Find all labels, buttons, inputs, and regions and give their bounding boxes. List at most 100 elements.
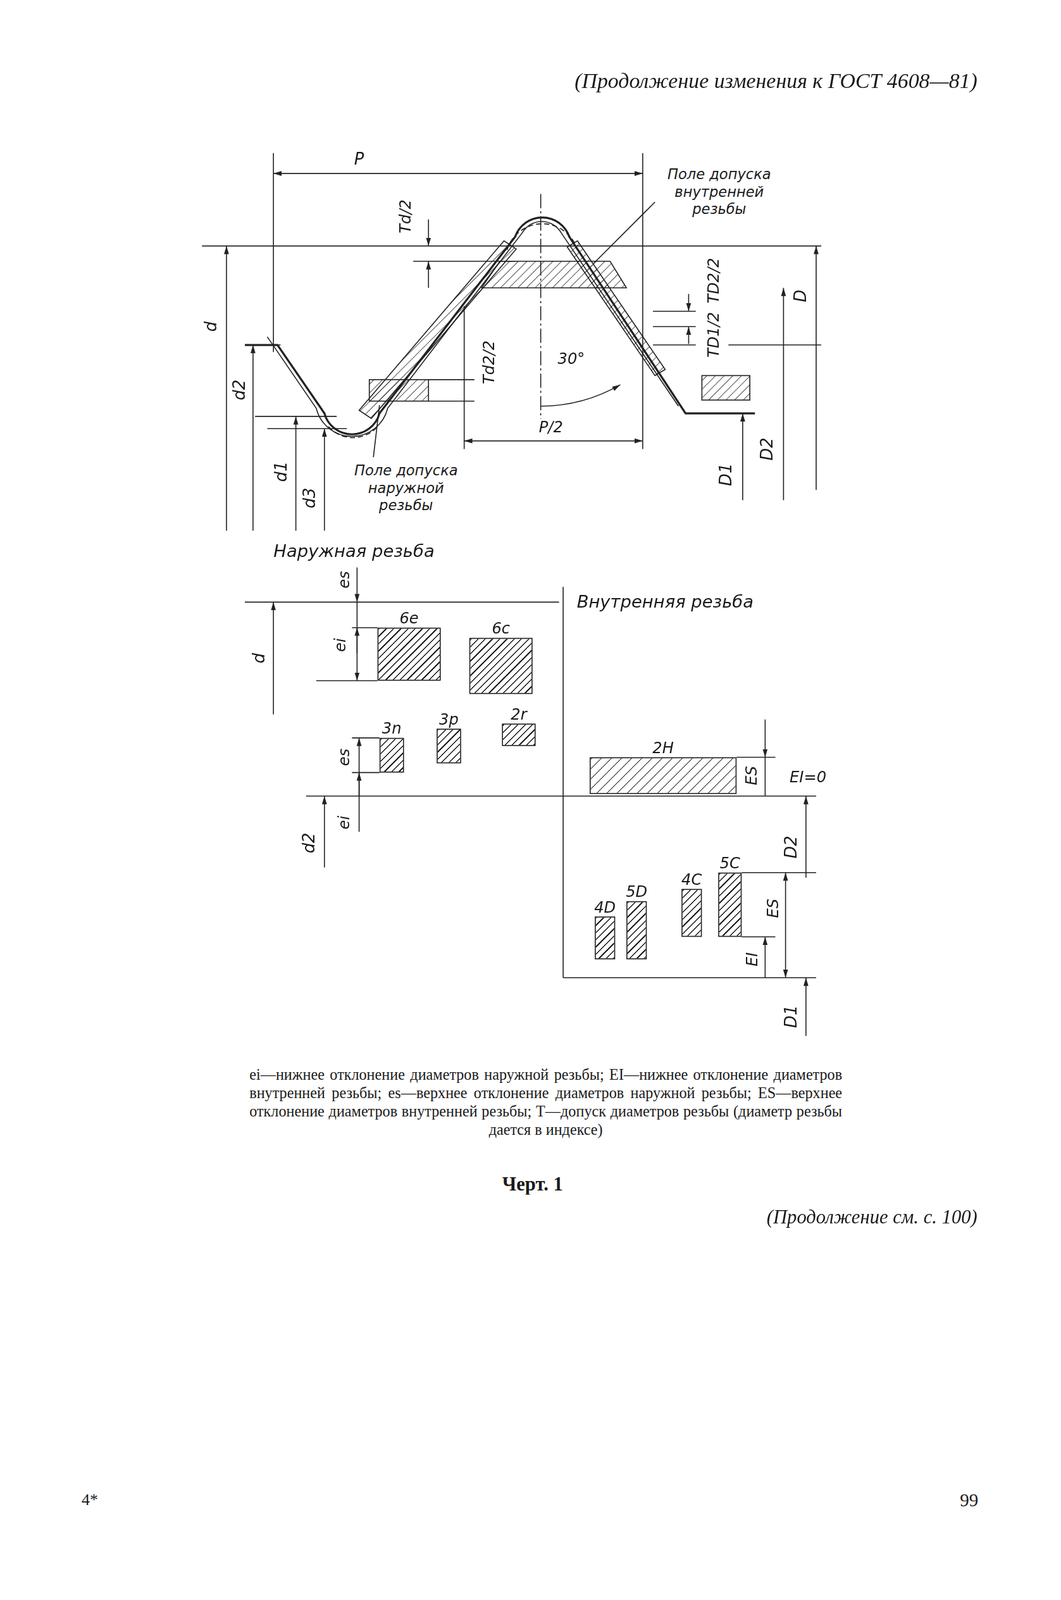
tolerance-field-scheme-part	[272, 601, 274, 714]
thread-profile-view-part	[373, 404, 380, 457]
deviation-label: ei	[332, 635, 350, 654]
thread-profile-view-part	[266, 221, 679, 436]
deviation-label: es	[335, 568, 354, 591]
tolerance-field-box: 4C	[681, 888, 702, 937]
thread-profile-view-part	[328, 426, 378, 438]
dimension-label: d3	[301, 485, 320, 510]
sheet-mark: 4*	[79, 1490, 100, 1509]
thread-profile-view	[201, 153, 822, 531]
section-heading: Внутренняя резьба	[574, 592, 756, 612]
thread-profile-view-part	[652, 325, 696, 328]
tolerance-field-box: 5C	[718, 872, 742, 937]
field-designation: 3p	[439, 712, 459, 728]
tolerance-field-scheme-part	[741, 871, 817, 874]
thread-profile-view-part	[428, 400, 475, 402]
tolerance-field-scheme-part	[244, 601, 560, 603]
tolerance-field-scheme-part	[562, 586, 564, 978]
field-designation: 4D	[594, 899, 616, 915]
tolerance-field-scheme-part	[764, 756, 767, 796]
tolerance-field-scheme-part	[351, 737, 380, 739]
tolerance-field-scheme	[244, 567, 817, 1036]
thread-profile-view-part	[359, 241, 517, 419]
tolerance-field-scheme-part	[351, 771, 380, 774]
thread-profile-view-part	[652, 310, 696, 312]
thread-profile-view-part	[815, 246, 817, 490]
dimension-label: P/2	[536, 418, 565, 436]
tolerance-field-scheme-part	[805, 795, 807, 878]
dimension-label: D	[791, 287, 810, 304]
dimension-label: d1	[272, 458, 292, 484]
section-heading: Наружная резьба	[271, 540, 437, 561]
thread-profile-view-part	[652, 344, 696, 346]
tolerance-field-scheme-part	[764, 719, 767, 758]
thread-profile-view-part	[783, 287, 785, 500]
tolerance-field-scheme-part	[351, 626, 378, 629]
continuation-note: (Продолжение см. с. 100)	[764, 1205, 980, 1227]
thread-profile-view-part	[272, 153, 274, 352]
field-designation: 4C	[681, 872, 702, 888]
thread-profile-view-part	[481, 261, 627, 288]
field-designation: 3n	[382, 721, 402, 737]
thread-profile-view-part	[540, 193, 542, 429]
thread-profile-view-part	[428, 378, 475, 381]
tolerance-field-scheme-part	[356, 567, 359, 603]
deviation-label: es	[335, 746, 354, 769]
thread-profile-view-part	[464, 440, 643, 442]
dimension-label: D1	[782, 1002, 801, 1030]
field-designation: 2H	[652, 740, 674, 757]
angle-label: 30°	[555, 350, 587, 368]
field-designation: 6c	[491, 621, 510, 637]
page-header: (Продолжение изменения к ГОСТ 4608—81)	[572, 69, 980, 94]
dimension-label: P	[352, 149, 367, 169]
thread-profile-view-part	[244, 217, 755, 435]
thread-profile-view-part	[540, 384, 621, 407]
thread-profile-view-part	[427, 219, 429, 247]
deviation-label: ei	[335, 813, 354, 832]
field-designation: 5C	[719, 856, 741, 872]
deviation-label: ES	[743, 763, 761, 788]
thread-profile-view-part	[427, 261, 429, 288]
dimension-label: d	[201, 319, 221, 335]
dimension-label: d2	[230, 377, 249, 402]
tolerance-field-box: 6c	[469, 637, 533, 695]
tolerance-field-scheme-part	[358, 772, 360, 832]
figure-caption: Черт. 1	[499, 1172, 565, 1195]
thread-profile-view-part	[742, 413, 744, 500]
thread-profile-view-part	[728, 344, 822, 346]
explanation-note: ei—нижнее отклонение диаметров наружной …	[247, 1064, 844, 1140]
tolerance-field-box: 5D	[626, 900, 647, 960]
dimension-label: D2	[782, 833, 801, 861]
tolerance-field-scheme-part	[316, 680, 378, 682]
thread-profile-view-part	[701, 375, 750, 400]
field-designation: 2r	[510, 706, 527, 722]
thread-profile-view-part	[295, 416, 297, 531]
tolerance-field-scheme-part	[356, 627, 359, 653]
dimension-label: TD1/2	[705, 310, 723, 360]
tolerance-field-box: 4D	[594, 916, 615, 960]
dimension-label: d	[249, 651, 269, 666]
thread-profile-view-part	[323, 428, 326, 531]
thread-profile-view-part	[369, 379, 429, 402]
tolerance-field-scheme-part	[736, 756, 776, 758]
tolerance-field-box: 3n	[379, 737, 405, 773]
tolerance-field-scheme-part	[785, 872, 787, 978]
tolerance-field-box: 3p	[436, 728, 462, 764]
field-designation: 6e	[399, 611, 419, 627]
tolerance-field-scheme-part	[323, 795, 326, 868]
deviation-label: ES	[764, 896, 782, 920]
dimension-label: d2	[299, 830, 319, 855]
dimension-label: D1	[717, 460, 736, 488]
deviation-label: EI=0	[787, 768, 829, 786]
page-number: 99	[957, 1489, 981, 1510]
tolerance-field-box: 2r	[501, 723, 536, 746]
thread-profile-view-part	[593, 201, 655, 264]
callout-text: Поле допуска внутренней резьбы	[656, 165, 782, 219]
thread-profile-view-part	[273, 172, 643, 174]
thread-profile-view-part	[688, 293, 690, 311]
thread-profile-view-part	[688, 326, 690, 344]
dimension-label: D2	[757, 435, 777, 463]
thread-profile-view-part	[506, 223, 578, 250]
